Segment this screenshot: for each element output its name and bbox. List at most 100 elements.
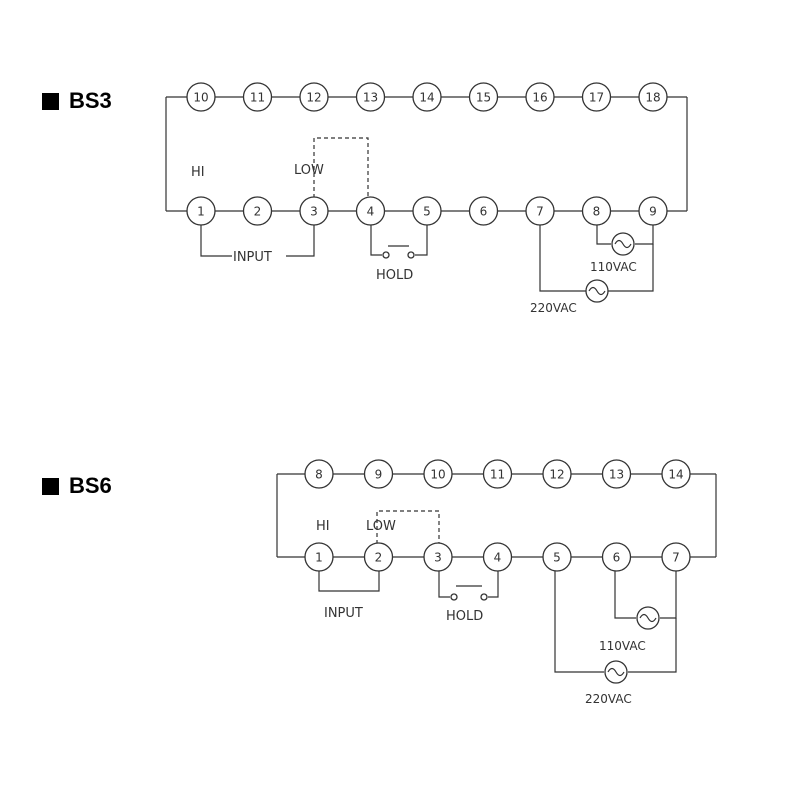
terminal-number: 10 bbox=[193, 91, 208, 105]
bs3-hold-contact bbox=[407, 251, 415, 259]
terminal-circle bbox=[638, 196, 668, 226]
bs6-hold-contact bbox=[480, 593, 488, 601]
terminal-circle bbox=[186, 196, 216, 226]
bs3-input-wire bbox=[200, 225, 232, 257]
terminal: 7 bbox=[661, 542, 691, 572]
bs6-hold-wire bbox=[438, 571, 450, 598]
terminal-number: 11 bbox=[490, 468, 505, 482]
terminal: 8 bbox=[581, 196, 612, 226]
bs6-110-wire bbox=[614, 571, 636, 619]
terminal-number: 13 bbox=[609, 468, 624, 482]
terminal: 18 bbox=[638, 82, 668, 112]
bs6-title: BS6 bbox=[69, 473, 112, 498]
terminal-circle bbox=[525, 82, 555, 112]
terminal-circle bbox=[601, 459, 632, 489]
bs6-heading: BS6 bbox=[42, 473, 112, 499]
terminal: 11 bbox=[482, 459, 513, 489]
bs6-hold-wire bbox=[488, 571, 499, 598]
terminal-circle bbox=[412, 196, 442, 226]
terminal: 12 bbox=[299, 82, 329, 112]
terminal-number: 18 bbox=[645, 91, 660, 105]
bs3-220vac-label: 220VAC bbox=[530, 301, 577, 315]
terminal: 5 bbox=[542, 542, 572, 572]
bs6-input-wire bbox=[318, 571, 380, 592]
terminal-circle bbox=[482, 459, 513, 489]
terminal-circle bbox=[542, 542, 572, 572]
terminal: 2 bbox=[242, 196, 273, 226]
bs3-hold-wire bbox=[415, 225, 428, 256]
terminal-number: 11 bbox=[250, 91, 265, 105]
bs3-hold-wire bbox=[370, 225, 382, 256]
ac-wave-icon bbox=[588, 286, 606, 296]
terminal-number: 14 bbox=[668, 468, 683, 482]
terminal-number: 5 bbox=[553, 551, 561, 565]
terminal-circle bbox=[186, 82, 216, 112]
terminal: 9 bbox=[363, 459, 394, 489]
bs3-hi-label: HI bbox=[191, 165, 205, 180]
terminal-number: 7 bbox=[536, 205, 544, 219]
terminal: 2 bbox=[363, 542, 394, 572]
square-bullet-icon bbox=[42, 92, 59, 110]
ac-wave-icon bbox=[614, 239, 632, 249]
terminal: 4 bbox=[355, 196, 386, 226]
terminal-circle bbox=[412, 82, 442, 112]
bs3-title: BS3 bbox=[69, 88, 112, 113]
terminal-circle bbox=[638, 82, 668, 112]
bs6-110vac-label: 110VAC bbox=[599, 639, 646, 653]
bs3-220-wire bbox=[539, 225, 586, 292]
terminal: 3 bbox=[299, 196, 329, 226]
terminal: 3 bbox=[423, 542, 453, 572]
terminal: 14 bbox=[412, 82, 442, 112]
terminal-circle bbox=[299, 196, 329, 226]
terminal-circle bbox=[661, 542, 691, 572]
terminal-circle bbox=[423, 459, 453, 489]
bs3-hold-label: HOLD bbox=[376, 268, 413, 283]
terminal-number: 6 bbox=[613, 551, 621, 565]
bs3-input-label: INPUT bbox=[233, 250, 272, 265]
terminal-number: 3 bbox=[434, 551, 442, 565]
terminal-number: 8 bbox=[315, 468, 323, 482]
ac-wave-icon bbox=[607, 667, 625, 677]
terminal: 12 bbox=[542, 459, 572, 489]
terminal-circle bbox=[601, 542, 632, 572]
bs6-low-jumper bbox=[376, 510, 440, 544]
terminal: 13 bbox=[355, 82, 386, 112]
bs6-top-terminals: 8 9 10 11 12 13 14 bbox=[304, 459, 691, 489]
bs3-heading: BS3 bbox=[42, 88, 112, 114]
terminal-circle bbox=[468, 196, 499, 226]
bs3-input-wire bbox=[286, 225, 315, 257]
bs3-110-wire bbox=[635, 225, 654, 245]
terminal-circle bbox=[581, 196, 612, 226]
terminal: 9 bbox=[638, 196, 668, 226]
terminal: 6 bbox=[468, 196, 499, 226]
bs6-hold-contact bbox=[450, 593, 458, 601]
terminal-number: 10 bbox=[430, 468, 445, 482]
terminal: 1 bbox=[186, 196, 216, 226]
terminal: 15 bbox=[468, 82, 499, 112]
terminal-circle bbox=[661, 459, 691, 489]
terminal-circle bbox=[355, 196, 386, 226]
terminal: 8 bbox=[304, 459, 334, 489]
terminal-number: 2 bbox=[254, 205, 262, 219]
terminal-number: 9 bbox=[375, 468, 383, 482]
terminal: 6 bbox=[601, 542, 632, 572]
terminal: 11 bbox=[242, 82, 273, 112]
bs6-110-wire bbox=[660, 571, 677, 619]
terminal-circle bbox=[304, 542, 334, 572]
bs3-low-label: LOW bbox=[294, 163, 324, 178]
bs6-220-wire bbox=[628, 618, 677, 673]
terminal-number: 6 bbox=[480, 205, 488, 219]
terminal-number: 3 bbox=[310, 205, 318, 219]
terminal: 16 bbox=[525, 82, 555, 112]
terminal: 7 bbox=[525, 196, 555, 226]
terminal: 4 bbox=[482, 542, 513, 572]
bs3-110-wire bbox=[596, 225, 611, 245]
terminal-circle bbox=[242, 82, 273, 112]
terminal-number: 5 bbox=[423, 205, 431, 219]
bs3-220-wire bbox=[608, 244, 654, 292]
terminal-number: 8 bbox=[593, 205, 601, 219]
